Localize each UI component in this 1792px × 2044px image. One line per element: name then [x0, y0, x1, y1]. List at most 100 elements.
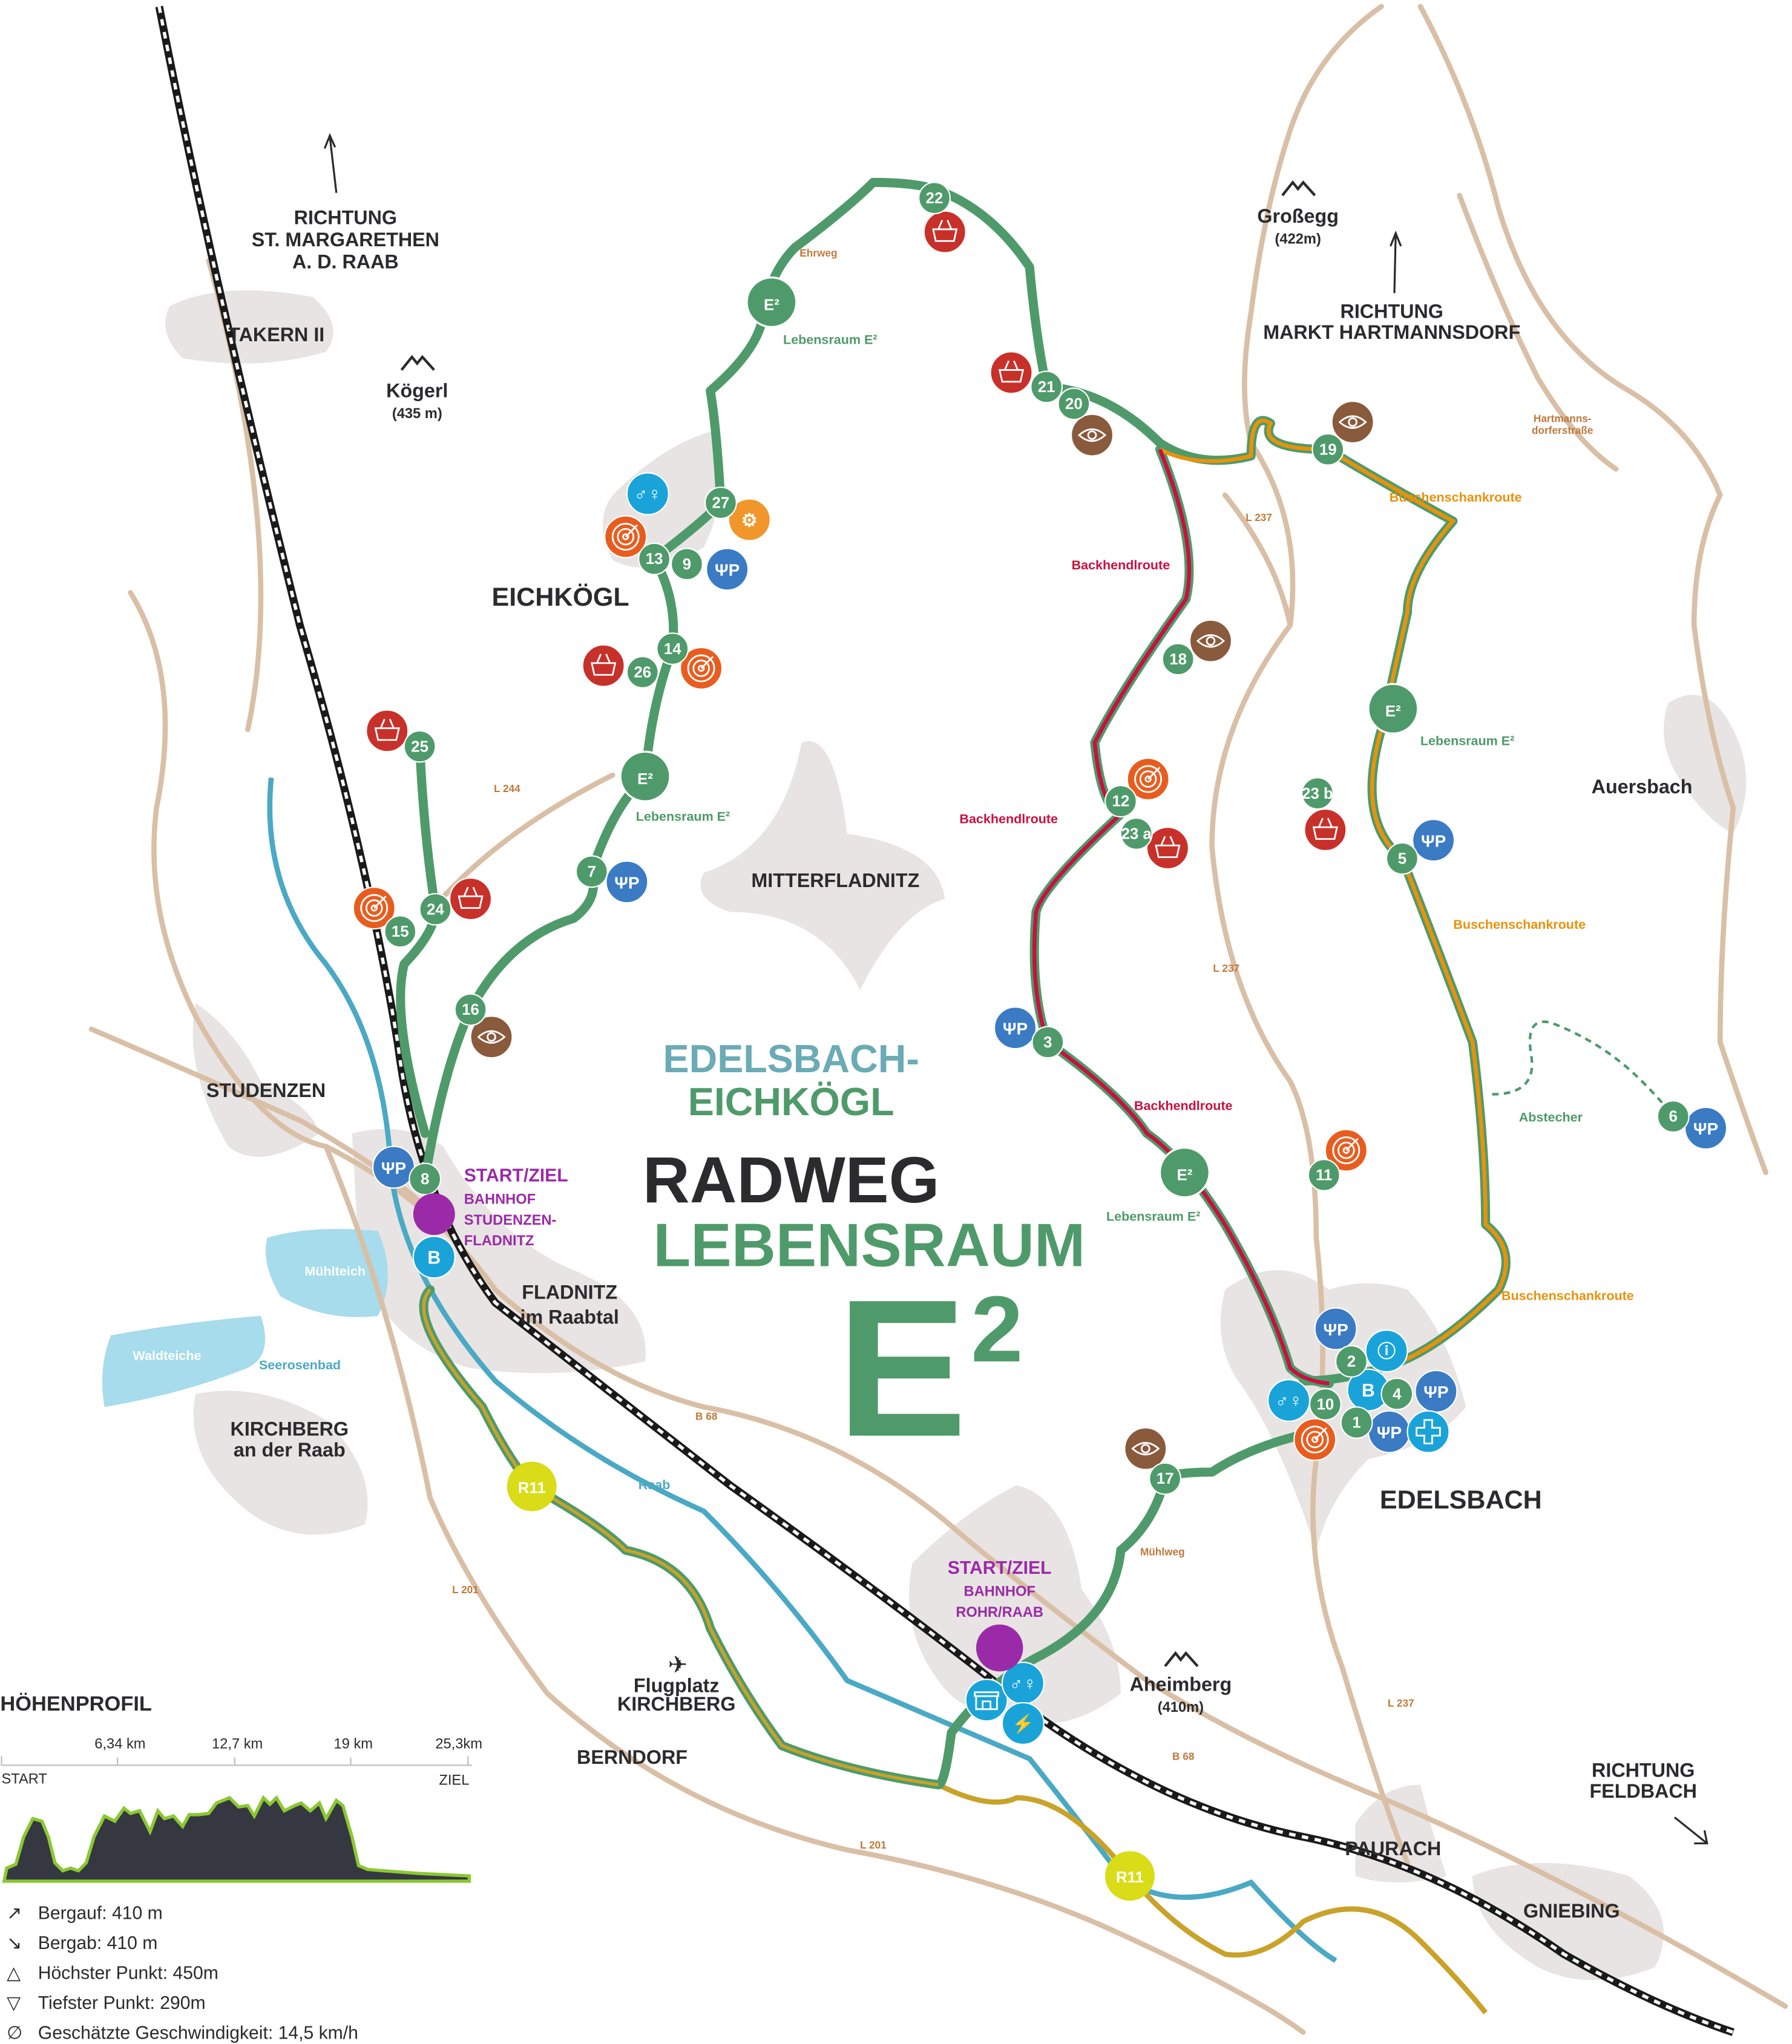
- poi-marker[interactable]: 17: [1149, 1462, 1181, 1495]
- e2-route-badge: E²: [746, 276, 798, 329]
- poi-marker[interactable]: 2: [1335, 1345, 1368, 1378]
- route-abstecher: [1492, 1020, 1675, 1118]
- poi-marker[interactable]: 3: [1031, 1026, 1065, 1059]
- label-l201: L 201: [452, 1584, 479, 1596]
- poi-marker[interactable]: 21: [1030, 370, 1063, 404]
- eye-icon[interactable]: [1189, 619, 1232, 663]
- svg-text:ΨP: ΨP: [1423, 1383, 1448, 1401]
- target-icon[interactable]: [1293, 1418, 1337, 1461]
- poi-marker[interactable]: 4: [1380, 1377, 1414, 1410]
- restaurant-icon[interactable]: ΨP: [1414, 1369, 1458, 1413]
- label-auersbach: Auersbach: [1592, 776, 1693, 798]
- profile-tick: 19 km: [334, 1736, 373, 1752]
- label-berndorf: BERNDORF: [577, 1746, 688, 1768]
- eye-icon[interactable]: [1070, 413, 1114, 457]
- label-lebensraum: Lebensraum E²: [1106, 1209, 1200, 1223]
- basket-icon[interactable]: [449, 877, 493, 921]
- restaurant-icon[interactable]: ΨP: [372, 1145, 416, 1189]
- shop-icon[interactable]: [965, 1679, 1008, 1722]
- poi-marker[interactable]: 12: [1104, 785, 1137, 817]
- start-point-rohr[interactable]: [976, 1624, 1023, 1672]
- route-r11-overlay: [422, 1288, 939, 1787]
- poi-number: 4: [1393, 1386, 1402, 1403]
- poi-number: 8: [421, 1171, 429, 1188]
- target-icon[interactable]: [680, 646, 723, 690]
- start-point-studenzen[interactable]: [413, 1193, 455, 1236]
- poi-number: 9: [683, 556, 691, 573]
- poi-marker[interactable]: 25: [403, 730, 436, 763]
- profile-axis: [1, 1756, 472, 1766]
- restaurant-icon[interactable]: ΨP: [605, 860, 649, 904]
- info-icon[interactable]: ⓘ: [1365, 1329, 1408, 1373]
- poi-number: 6: [1669, 1109, 1678, 1125]
- airplane-icon: ✈: [668, 1652, 688, 1678]
- poi-marker[interactable]: 15: [384, 915, 417, 948]
- poi-marker[interactable]: 8: [409, 1162, 442, 1196]
- poi-marker[interactable]: 19: [1311, 433, 1345, 466]
- poi-marker[interactable]: 16: [454, 993, 487, 1026]
- basket-icon[interactable]: [366, 709, 409, 753]
- poi-number: 17: [1157, 1470, 1174, 1487]
- restaurant-icon[interactable]: ΨP: [1412, 819, 1456, 862]
- elevation-profile: HÖHENPROFIL 6,34 km 12,7 km 19 km 25,3km…: [0, 1692, 482, 1883]
- poi-marker[interactable]: 22: [918, 182, 951, 215]
- triangle-up-icon: △: [7, 1963, 21, 1983]
- label-koegerl: Kögerl(435 m): [386, 380, 448, 422]
- bike-repair-icon[interactable]: ⚙: [727, 498, 771, 542]
- svg-text:B: B: [427, 1248, 441, 1268]
- toilets-icon[interactable]: ♂♀: [1267, 1378, 1311, 1422]
- toilets-icon[interactable]: ♂♀: [1001, 1662, 1045, 1705]
- charging-icon[interactable]: ⚡: [1001, 1702, 1045, 1745]
- poi-number: 2: [1347, 1353, 1356, 1370]
- basket-icon[interactable]: [923, 210, 967, 254]
- poi-marker[interactable]: 27: [704, 486, 737, 519]
- poi-marker[interactable]: 18: [1161, 643, 1195, 676]
- poi-marker[interactable]: 1: [1340, 1406, 1373, 1439]
- target-icon[interactable]: [604, 515, 648, 558]
- poi-marker[interactable]: 14: [656, 632, 689, 666]
- e2-route-badge: E²: [1367, 683, 1419, 735]
- restaurant-icon[interactable]: ΨP: [1367, 1410, 1411, 1453]
- poi-marker[interactable]: 23 b: [1301, 777, 1334, 810]
- bike-icon[interactable]: B: [1347, 1368, 1390, 1412]
- profile-title: HÖHENPROFIL: [0, 1692, 152, 1715]
- svg-text:E²: E²: [1385, 703, 1401, 720]
- restaurant-icon[interactable]: ΨP: [993, 1006, 1037, 1050]
- svg-text:ΨP: ΨP: [1693, 1119, 1718, 1138]
- basket-icon[interactable]: [582, 644, 625, 687]
- poi-marker[interactable]: 10: [1308, 1387, 1342, 1421]
- label-ehrweg: Ehrweg: [799, 247, 837, 259]
- eye-icon[interactable]: [1124, 1427, 1167, 1470]
- target-icon[interactable]: [352, 886, 396, 930]
- profile-curve: [2, 1795, 471, 1883]
- poi-marker[interactable]: 5: [1386, 842, 1419, 875]
- poi-number: 20: [1065, 396, 1083, 413]
- poi-marker[interactable]: 7: [575, 855, 608, 888]
- eye-icon[interactable]: [470, 1015, 513, 1059]
- eye-icon[interactable]: [1331, 401, 1374, 444]
- title-eichkoegl: EICHKÖGL: [688, 1080, 894, 1124]
- restaurant-icon[interactable]: ΨP: [1684, 1106, 1728, 1150]
- poi-marker[interactable]: 20: [1057, 387, 1091, 421]
- poi-marker[interactable]: 13: [638, 542, 671, 575]
- basket-icon[interactable]: [1304, 808, 1347, 851]
- basket-icon[interactable]: [990, 351, 1033, 395]
- bike-icon[interactable]: B: [412, 1236, 456, 1279]
- poi-marker[interactable]: 6: [1656, 1100, 1690, 1133]
- poi-marker[interactable]: 24: [419, 893, 452, 926]
- svg-text:E²: E²: [764, 296, 779, 313]
- toilets-icon[interactable]: ♂♀: [626, 472, 669, 516]
- target-icon[interactable]: [1324, 1128, 1368, 1172]
- first-aid-icon[interactable]: [1406, 1410, 1450, 1453]
- target-icon[interactable]: [1126, 757, 1170, 801]
- poi-marker[interactable]: 23 a: [1120, 817, 1153, 850]
- restaurant-icon[interactable]: ΨP: [706, 548, 749, 591]
- svg-text:R11: R11: [1116, 1869, 1144, 1886]
- basket-icon[interactable]: [1146, 827, 1189, 870]
- poi-marker[interactable]: 11: [1307, 1159, 1341, 1191]
- poi-marker[interactable]: 9: [671, 548, 703, 581]
- poi-marker[interactable]: 26: [626, 656, 659, 689]
- restaurant-icon[interactable]: ΨP: [1314, 1307, 1357, 1351]
